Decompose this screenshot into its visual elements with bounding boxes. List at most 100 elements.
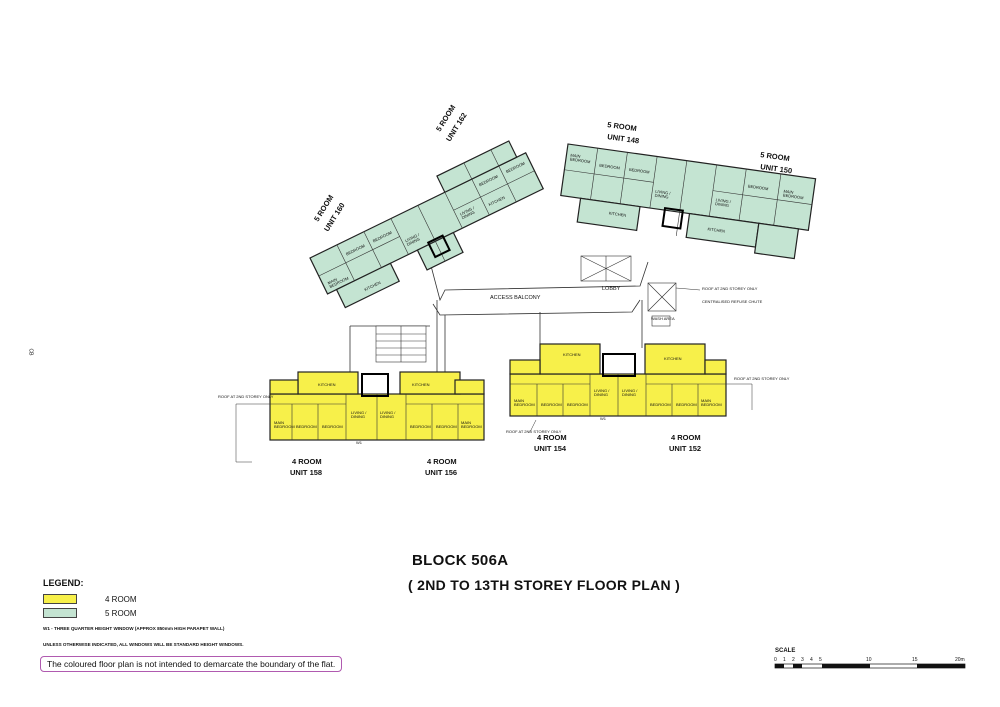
svg-text:DINING: DINING xyxy=(622,392,636,397)
svg-text:BEDROOM: BEDROOM xyxy=(541,402,562,407)
svg-text:BEDROOM: BEDROOM xyxy=(274,424,295,429)
legend-label-4room: 4 ROOM xyxy=(105,594,137,604)
unit-156-number: UNIT 156 xyxy=(425,468,457,477)
svg-text:MAIN: MAIN xyxy=(327,277,338,286)
scale-bar: SCALE 0 1 2 3 4 5 10 15 20m xyxy=(774,648,966,669)
refuse-chute-label: CENTRALISED REFUSE CHUTE xyxy=(702,299,763,304)
svg-text:DINING: DINING xyxy=(351,414,365,419)
svg-text:LIVING /: LIVING / xyxy=(622,388,638,393)
svg-text:KITCHEN: KITCHEN xyxy=(707,226,725,233)
svg-text:BEDROOM: BEDROOM xyxy=(461,424,482,429)
w1-label-left: W1 xyxy=(356,440,363,445)
svg-text:KITCHEN: KITCHEN xyxy=(608,210,626,217)
svg-text:BEDROOM: BEDROOM xyxy=(783,192,804,200)
svg-text:DINING: DINING xyxy=(406,236,421,247)
svg-text:BEDROOM: BEDROOM xyxy=(296,424,317,429)
svg-text:BEDROOM: BEDROOM xyxy=(650,402,671,407)
svg-text:LIVING /: LIVING / xyxy=(594,388,610,393)
legend-item-4room: 4 ROOM xyxy=(43,594,137,604)
scale-tick-5: 5 xyxy=(819,657,822,663)
svg-text:BEDROOM: BEDROOM xyxy=(701,402,722,407)
svg-text:KITCHEN: KITCHEN xyxy=(412,382,430,387)
disclaimer: The coloured floor plan is not intended … xyxy=(40,656,343,672)
svg-text:BEDROOM: BEDROOM xyxy=(570,156,591,164)
legend-heading: LEGEND: xyxy=(43,578,84,588)
svg-text:LIVING /: LIVING / xyxy=(715,197,732,204)
svg-text:BEDROOM: BEDROOM xyxy=(567,402,588,407)
scale-tick-3: 3 xyxy=(801,657,804,663)
svg-text:DINING: DINING xyxy=(380,414,394,419)
note-w1: W1 - THREE QUARTER HEIGHT WINDOW (APPROX… xyxy=(43,626,225,631)
roof-left-label: ROOF AT 2ND STOREY ONLY xyxy=(218,394,274,399)
annotations: ACCESS BALCONY LOBBY WASH AREA ROOF AT 2… xyxy=(218,286,790,445)
svg-text:KITCHEN: KITCHEN xyxy=(664,356,682,361)
unit-152-number: UNIT 152 xyxy=(669,444,701,453)
unit-158-number: UNIT 158 xyxy=(290,468,322,477)
scale-tick-20: 20m xyxy=(955,657,965,663)
svg-text:BEDROOM: BEDROOM xyxy=(436,424,457,429)
scale-tick-4: 4 xyxy=(810,657,813,663)
roof-leaders xyxy=(235,287,753,463)
svg-text:LIVING /: LIVING / xyxy=(655,189,672,196)
unit-152-type: 4 ROOM xyxy=(671,433,701,442)
svg-text:LIVING /: LIVING / xyxy=(380,410,396,415)
svg-text:LIVING /: LIVING / xyxy=(459,205,476,217)
w1-label-right: W1 xyxy=(600,416,607,421)
svg-text:MAIN: MAIN xyxy=(701,398,711,403)
svg-text:KITCHEN: KITCHEN xyxy=(563,352,581,357)
svg-text:BEDROOM: BEDROOM xyxy=(629,167,650,175)
legend-label-5room: 5 ROOM xyxy=(105,608,137,618)
note-windows: UNLESS OTHERWISE INDICATED, ALL WINDOWS … xyxy=(43,642,244,647)
legend-swatch-5room xyxy=(43,608,77,618)
svg-text:MAIN: MAIN xyxy=(461,420,471,425)
scale-tick-2: 2 xyxy=(792,657,795,663)
unit-156-type: 4 ROOM xyxy=(427,457,457,466)
svg-text:BEDROOM: BEDROOM xyxy=(410,424,431,429)
side-mark: CB xyxy=(27,348,34,356)
unit-154-number: UNIT 154 xyxy=(534,444,567,453)
staircase-left xyxy=(375,325,427,363)
svg-text:BEDROOM: BEDROOM xyxy=(599,163,620,171)
scale-tick-15: 15 xyxy=(912,657,918,663)
page-subtitle: ( 2ND TO 13TH STOREY FLOOR PLAN ) xyxy=(408,577,681,593)
unit-154-type: 4 ROOM xyxy=(537,433,567,442)
svg-text:BEDROOM: BEDROOM xyxy=(748,183,769,191)
svg-text:LIVING /: LIVING / xyxy=(404,232,421,244)
access-balcony-label: ACCESS BALCONY xyxy=(490,295,541,301)
roof-top-label: ROOF AT 2ND STOREY ONLY xyxy=(702,286,758,291)
svg-text:DINING: DINING xyxy=(461,210,476,221)
unit-148-number: UNIT 148 xyxy=(607,132,640,145)
unit-150-type: 5 ROOM xyxy=(760,150,791,163)
lobby-lifts xyxy=(580,255,677,327)
roof-mid-label: ROOF AT 2ND STOREY ONLY xyxy=(506,429,562,434)
svg-text:DINING: DINING xyxy=(654,193,669,200)
svg-text:BEDROOM: BEDROOM xyxy=(322,424,343,429)
roof-right-label: ROOF AT 2ND STOREY ONLY xyxy=(734,376,790,381)
svg-text:DINING: DINING xyxy=(715,201,730,208)
svg-text:KITCHEN: KITCHEN xyxy=(318,382,336,387)
scale-tick-0: 0 xyxy=(774,657,777,663)
svg-text:DINING: DINING xyxy=(594,392,608,397)
scale-label: SCALE xyxy=(775,648,795,654)
legend-swatch-4room xyxy=(43,594,77,604)
svg-text:BEDROOM: BEDROOM xyxy=(514,402,535,407)
wash-area-label: WASH AREA xyxy=(651,316,675,321)
svg-text:LIVING /: LIVING / xyxy=(351,410,367,415)
svg-text:MAIN: MAIN xyxy=(570,152,581,158)
svg-text:BEDROOM: BEDROOM xyxy=(676,402,697,407)
lobby-label: LOBBY xyxy=(602,286,621,292)
scale-tick-10: 10 xyxy=(866,657,872,663)
unit-158-type: 4 ROOM xyxy=(292,457,322,466)
svg-text:MAIN: MAIN xyxy=(783,188,794,194)
scale-tick-1: 1 xyxy=(783,657,786,663)
svg-text:MAIN: MAIN xyxy=(274,420,284,425)
svg-text:MAIN: MAIN xyxy=(514,398,524,403)
page-title: BLOCK 506A xyxy=(412,552,509,569)
unit-150-number: UNIT 150 xyxy=(760,162,793,175)
unit-148-type: 5 ROOM xyxy=(607,120,638,133)
